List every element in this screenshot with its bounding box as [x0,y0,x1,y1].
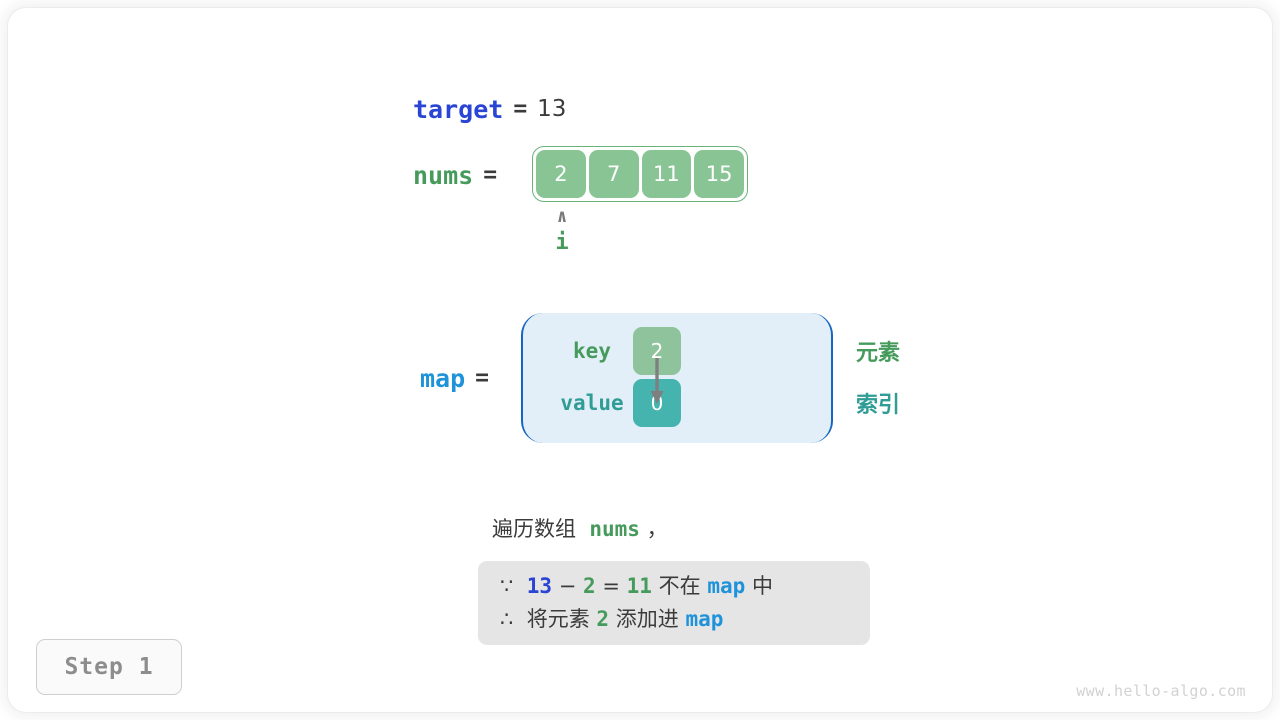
map-label: map [420,363,466,393]
index-pointer-label: i [555,230,569,255]
map-value-cell: 0 [633,379,681,427]
nums-array-container: 2 7 11 15 [532,146,748,202]
reason-tail-text: 中 [751,574,773,598]
legend-element-label: 元素 [856,341,901,366]
map-row: map = [420,362,499,394]
map-key-cell: 2 [633,327,681,375]
target-equals-sign: = [513,96,528,122]
target-row: target = 13 [413,93,566,125]
nums-cell: 7 [588,150,639,198]
conclusion-middle-text: 添加进 [615,607,679,631]
nums-label: nums [413,160,474,190]
map-key-label: key [573,339,611,363]
explanation-intro-line: 遍历数组 nums ， [492,513,668,543]
index-pointer-caret-icon: ∧ [556,206,568,227]
target-label: target [413,94,504,124]
reason-map-var: map [707,574,746,598]
nums-cell: 2 [536,150,586,198]
explanation-intro-prefix: 遍历数组 [492,517,576,541]
conclusion-prefix: 将元素 [526,607,590,631]
reason-operand-a: 13 [526,574,553,598]
reason-operand-b: 2 [583,574,596,598]
nums-row: nums = [413,158,507,192]
therefore-symbol-icon: ∴ [500,607,514,631]
reason-result: 11 [626,574,652,598]
step-badge: Step 1 [36,639,182,695]
reason-minus-sign: − [558,574,577,598]
reason-line: ∵ 13 − 2 = 11 不在 map 中 [500,570,848,603]
watermark: www.hello-algo.com [1076,682,1246,700]
map-equals-sign: = [475,365,490,391]
nums-cell: 15 [694,150,744,198]
reason-equals-sign: = [602,574,620,598]
reason-middle-text: 不在 [658,574,701,598]
reason-box: ∵ 13 − 2 = 11 不在 map 中 ∴ [478,561,870,645]
legend-index-label: 索引 [856,393,901,418]
target-value: 13 [537,96,567,122]
explanation-intro-suffix: ， [646,517,668,541]
conclusion-number: 2 [596,607,610,631]
nums-equals-sign: = [483,162,498,188]
conclusion-map-var: map [685,607,724,631]
nums-cell: 11 [641,150,692,198]
explanation-intro-var: nums [589,517,640,541]
reason-line: ∴ 将元素 2 添加进 map [500,603,848,636]
because-symbol-icon: ∵ [500,574,514,598]
map-value-label: value [560,391,624,415]
